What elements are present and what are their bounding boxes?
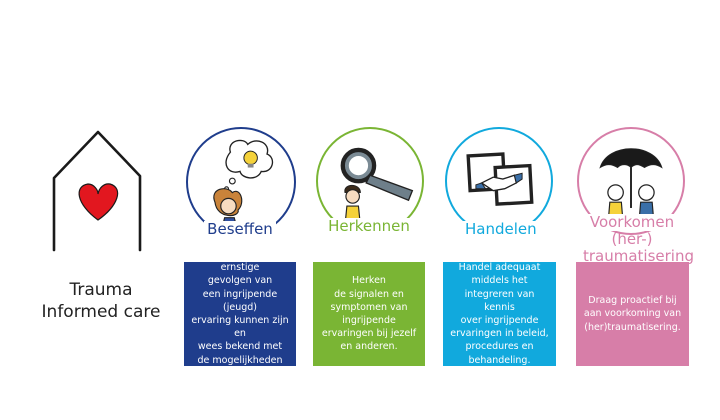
voorkomen-text-line: aan voorkoming van (583, 308, 682, 320)
beseffen-text-line: voor herstel. (209, 367, 271, 379)
magnifying-glass-icon (340, 147, 414, 226)
herkennen-text-line: Herken (352, 275, 386, 287)
beseffen-text-line: ervaring kunnen zijn en (191, 315, 289, 340)
voorkomen-text-line: Draag proactief bij (588, 295, 677, 307)
voorkomen-label-line: Voorkomen (583, 214, 681, 231)
handelen-text-line: integreren van kennis (464, 288, 535, 313)
beseffen-text-line: gevolgen van (207, 275, 273, 287)
title-line-2: Informed care (41, 302, 161, 322)
beseffen-text-line: de mogelijkheden (197, 354, 283, 366)
voorkomen-label: Voorkomen (her-) traumatisering (581, 214, 695, 265)
herkennen-text-line: ervaringen bij jezelf (321, 328, 417, 340)
beseffen-text-line: Besef wat de ernstige (209, 248, 271, 274)
herkennen-circle (316, 127, 424, 235)
voorkomen-label-line: (her-) (611, 230, 653, 248)
voorkomen-label-line: traumatisering (583, 247, 695, 265)
handelen-circle (445, 127, 553, 235)
herkennen-text-line: ingrijpende (342, 315, 396, 326)
voorkomen-text-line: (her)traumatisering. (584, 321, 681, 333)
handelen-text-line: middels het (471, 275, 528, 287)
handelen-text-line: over ingrijpende (460, 315, 539, 326)
page-title: Trauma Informed care (36, 279, 166, 323)
herkennen-label: Herkennen (326, 218, 412, 235)
handshake-icon (466, 152, 534, 206)
handelen-text-line: behandeling. (468, 354, 531, 366)
handelen-text-line: Handel adequaat (458, 262, 541, 274)
handelen-label: Handelen (463, 220, 537, 238)
beseffen-text-line: een ingrijpende (jeugd) (202, 288, 278, 313)
house-heart-icon (52, 130, 142, 252)
herkennen-text-line: en anderen. (340, 341, 398, 353)
herkennen-text-line: de signalen en (334, 288, 404, 300)
beseffen-label: Beseffen (204, 221, 276, 238)
handelen-text-line: procedures en (465, 341, 534, 353)
handelen-box: Handel adequaat middels het integreren v… (443, 262, 556, 366)
handelen-text-line: ervaringen in beleid, (450, 328, 549, 340)
title-line-1: Trauma (69, 280, 133, 300)
herkennen-text-line: symptomen van (330, 301, 408, 313)
voorkomen-box: Draag proactief bij aan voorkoming van (… (576, 262, 689, 366)
beseffen-text-line: wees bekend met (197, 341, 283, 353)
herkennen-box: Herken de signalen en symptomen van ingr… (313, 262, 425, 366)
beseffen-box: Besef wat de ernstige gevolgen van een i… (184, 249, 296, 379)
